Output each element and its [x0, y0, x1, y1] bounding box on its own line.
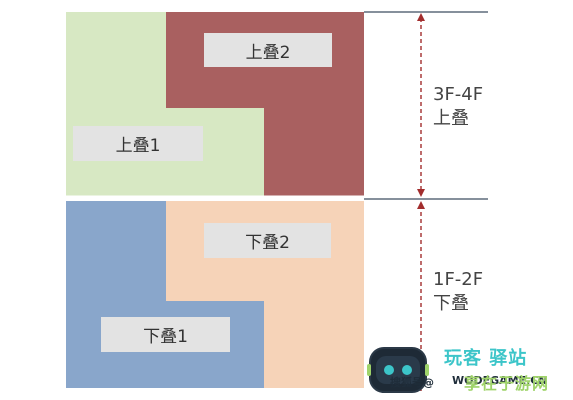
watermark-slogan: 享在于游网: [464, 374, 550, 393]
watermark: 玩客 驿站 搜狐号@ WODEGAME.CN 享在于游网: [364, 340, 573, 400]
upper-unit-1-label: 上叠1: [73, 126, 203, 161]
upper-unit-2-label: 上叠2: [204, 33, 332, 67]
watermark-sohu-text: 搜狐号@: [390, 376, 434, 389]
upper-dimension-arrow-top: [417, 13, 425, 21]
lower-dimension-arrow-top: [417, 201, 425, 209]
lower-stack-name: 下叠: [433, 293, 469, 314]
lower-unit-1-label: 下叠1: [101, 317, 230, 352]
upper-stack-name: 上叠: [433, 108, 469, 129]
upper-dimension-arrow-bottom: [417, 189, 425, 197]
lower-floors-text: 1F-2F: [433, 269, 484, 290]
lower-unit-2-label: 下叠2: [204, 223, 331, 258]
upper-floors-text: 3F-4F: [433, 84, 484, 105]
watermark-domain: WODEGAME.CN: [452, 374, 548, 387]
robot-icon: [367, 347, 429, 393]
watermark-site-name: 玩客 驿站: [444, 348, 528, 369]
